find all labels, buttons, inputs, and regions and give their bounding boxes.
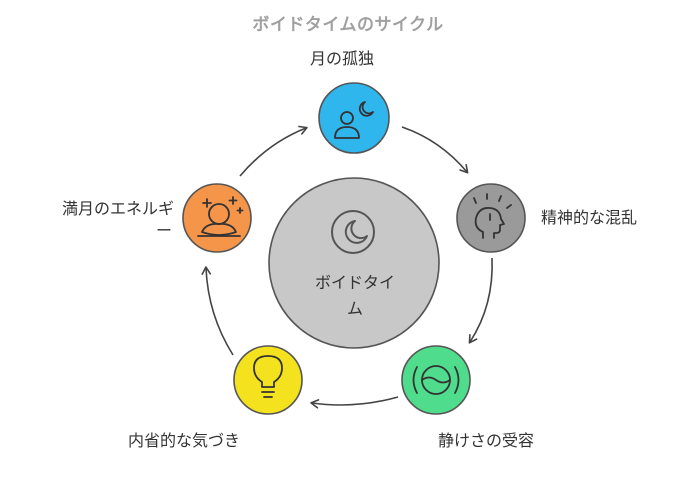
node-mental-confusion [456, 183, 526, 253]
node-full-moon-energy [182, 183, 252, 253]
lightbulb-icon [253, 355, 283, 398]
node-label-mental-confusion: 精神的な混乱 [541, 208, 638, 227]
diagram-title: ボイドタイムのサイクル [252, 15, 444, 35]
node-lunar-isolation [318, 82, 390, 154]
arrow-energy-to-isolation [239, 125, 308, 177]
node-label-lunar-isolation: 月の孤独 [310, 49, 375, 68]
meditation-sparkle-icon [197, 196, 244, 237]
node-label-acceptance-of-stillness: 静けさの受容 [438, 431, 535, 450]
node-label-full-moon-energy-line2: ー [156, 221, 173, 240]
center-label-line2: ム [346, 299, 363, 318]
center-node [268, 177, 440, 349]
center-label-line1: ボイドタイ [314, 273, 395, 292]
node-label-full-moon-energy-line1: 満月のエネルギ [61, 199, 174, 218]
center-label: ボイドタイ ム [290, 270, 420, 322]
crescent-moon-icon [331, 210, 375, 254]
calm-wave-icon [412, 365, 460, 395]
stressed-head-icon [473, 193, 512, 239]
node-label-full-moon-energy: 満月のエネルギ ー [26, 198, 174, 242]
arrow-acceptance-to-awareness [310, 396, 399, 409]
arrow-confusion-to-acceptance [468, 257, 493, 344]
person-moon-icon [334, 101, 374, 139]
node-label-introspective-awareness: 内省的な気づき [128, 431, 241, 450]
node-introspective-awareness [233, 345, 303, 415]
node-acceptance-of-stillness [401, 345, 471, 415]
arrow-isolation-to-confusion [401, 126, 469, 174]
arrow-awareness-to-energy [201, 266, 234, 356]
